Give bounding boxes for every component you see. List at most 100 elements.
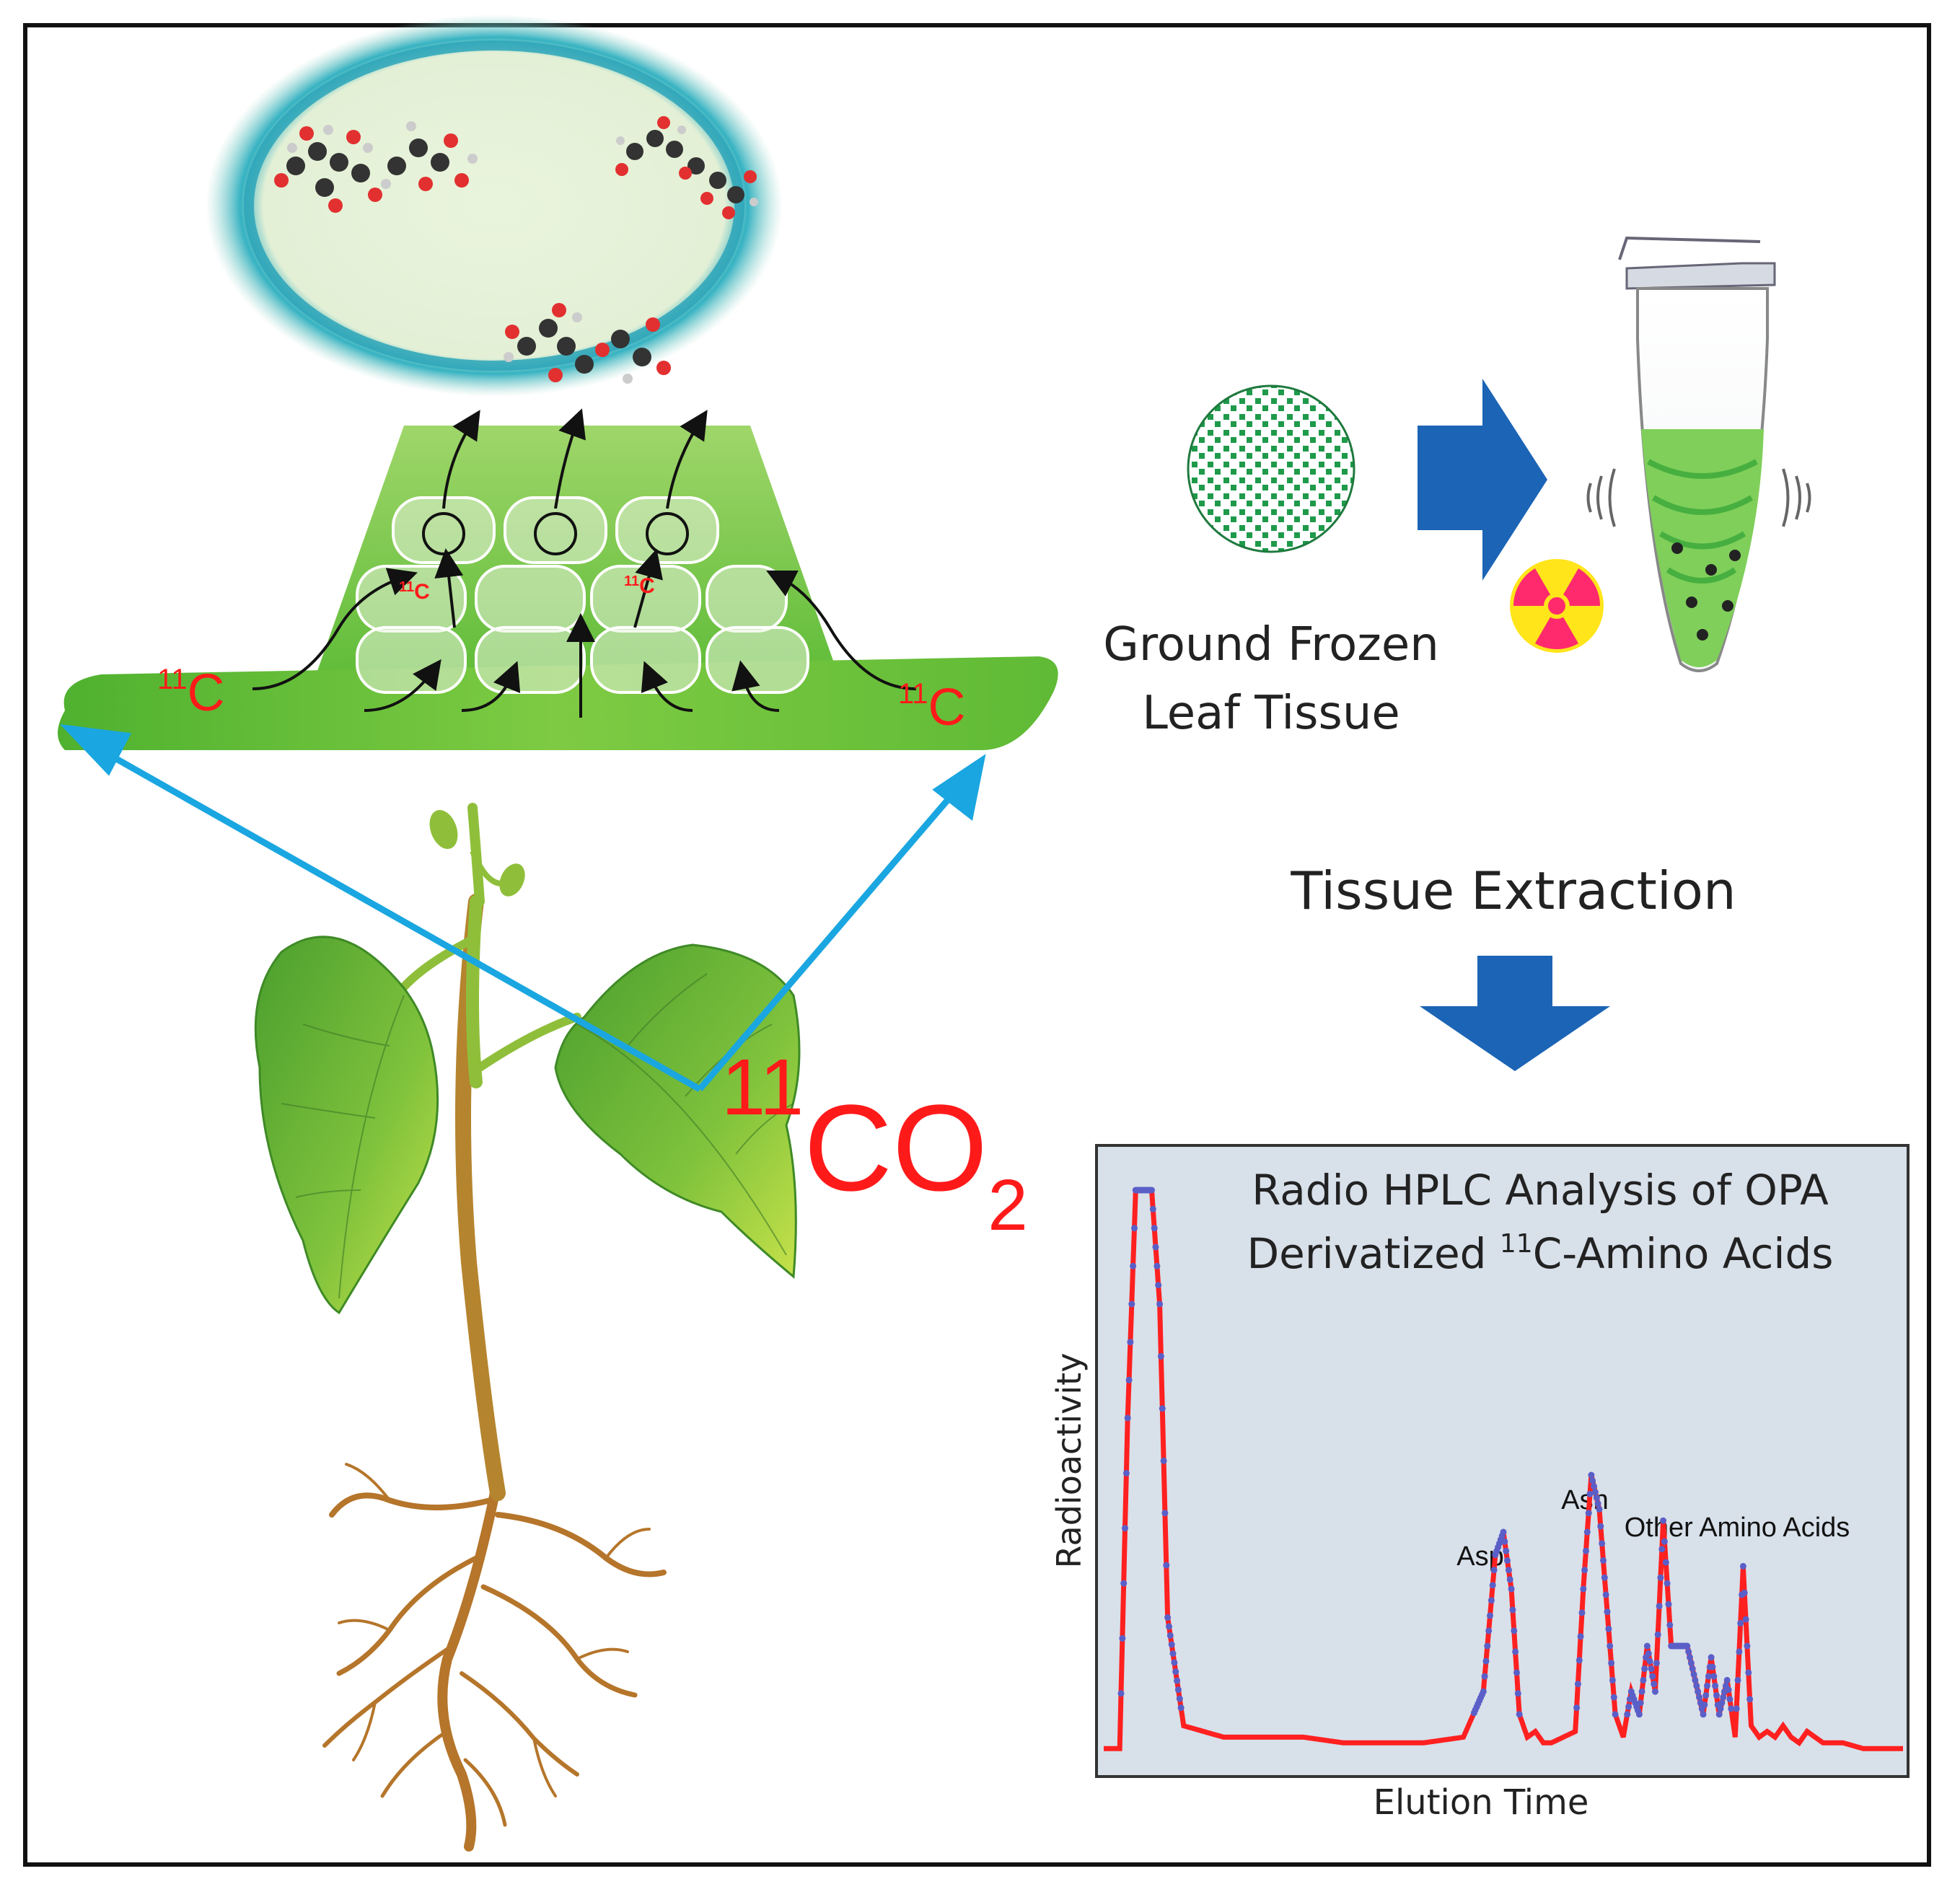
hplc-trace-point xyxy=(1693,1682,1700,1689)
hplc-trace-point xyxy=(1489,1582,1496,1589)
hplc-trace-point xyxy=(1166,1632,1174,1639)
hplc-trace-point xyxy=(1736,1648,1743,1655)
hplc-trace-point xyxy=(1174,1686,1182,1694)
hplc-trace-point xyxy=(1741,1589,1748,1596)
hplc-trace-point xyxy=(1692,1676,1699,1683)
hplc-trace-point xyxy=(1648,1665,1655,1673)
ground-tissue-label-line2: Leaf Tissue xyxy=(1142,687,1400,740)
hplc-trace-point xyxy=(1604,1608,1611,1616)
hplc-trace-point xyxy=(1122,1525,1128,1532)
hplc-trace-point xyxy=(1127,1339,1134,1346)
hplc-trace-point xyxy=(1484,1642,1491,1650)
hplc-trace-point xyxy=(1638,1688,1645,1695)
hplc-trace-point xyxy=(1577,1633,1584,1640)
hplc-trace-point xyxy=(1733,1705,1740,1712)
hplc-trace-point xyxy=(1687,1660,1695,1667)
hplc-trace-point xyxy=(1583,1528,1591,1536)
hplc-trace-point xyxy=(1159,1405,1166,1412)
hplc-trace-point xyxy=(1578,1609,1586,1616)
hplc-trace-point xyxy=(1664,1580,1671,1587)
hplc-trace-point xyxy=(1605,1625,1612,1632)
hplc-trace-point xyxy=(1487,1597,1495,1604)
hplc-trace-point xyxy=(1596,1505,1603,1513)
hplc-trace-point xyxy=(1588,1471,1595,1479)
isotope-label-small-2: 11C xyxy=(624,573,655,598)
hplc-trace-point xyxy=(1505,1567,1512,1574)
hplc-trace-point xyxy=(1174,1677,1181,1684)
hplc-trace-point xyxy=(1635,1711,1643,1718)
hplc-trace-point xyxy=(1666,1621,1674,1629)
hplc-trace-point xyxy=(1125,1376,1133,1383)
hplc-trace-point xyxy=(1119,1635,1126,1642)
hplc-trace-point xyxy=(1514,1690,1521,1697)
hplc-trace-point xyxy=(1177,1704,1185,1712)
hplc-trace-point xyxy=(1504,1557,1511,1564)
hplc-trace-point xyxy=(1689,1665,1696,1673)
process-arrow-right xyxy=(1418,379,1547,581)
hplc-trace-point xyxy=(1685,1648,1692,1655)
hplc-trace-point xyxy=(1654,1631,1661,1638)
hplc-trace-point xyxy=(1646,1658,1653,1665)
hplc-trace-point xyxy=(1160,1457,1167,1464)
hplc-trace-point xyxy=(1516,1711,1523,1718)
hplc-trace-point xyxy=(1690,1671,1697,1678)
hplc-trace-point xyxy=(1744,1642,1751,1650)
hplc-trace-point xyxy=(1712,1682,1719,1689)
hplc-trace-point xyxy=(1148,1187,1155,1194)
hplc-trace-point xyxy=(1637,1699,1644,1707)
hplc-xlabel: Elution Time xyxy=(1374,1782,1589,1823)
hplc-trace-point xyxy=(1513,1669,1520,1676)
hplc-trace-point xyxy=(1643,1642,1651,1650)
hplc-trace-point xyxy=(1151,1225,1158,1232)
hplc-trace-point xyxy=(1591,1489,1599,1496)
process-arrow-down xyxy=(1420,956,1610,1071)
hplc-trace-point xyxy=(1701,1702,1708,1709)
hplc-trace-point xyxy=(1581,1567,1588,1574)
leaf-cross-section: 11C 11C 11C 11C xyxy=(58,14,1058,750)
hplc-trace-point xyxy=(1585,1510,1592,1517)
hplc-trace-point xyxy=(1610,1694,1617,1701)
hplc-trace-point xyxy=(1500,1528,1507,1536)
hplc-trace-point xyxy=(1501,1538,1508,1545)
plant-roots xyxy=(322,1463,667,1852)
hplc-trace-point xyxy=(1593,1495,1600,1502)
hplc-trace-point xyxy=(1128,1300,1135,1308)
hplc-ylabel: Radioactivity xyxy=(1050,1353,1089,1569)
sugar-molecules xyxy=(274,116,758,384)
hplc-trace-point xyxy=(1512,1648,1519,1655)
hplc-trace-point xyxy=(1171,1659,1178,1666)
hplc-trace-point xyxy=(1490,1567,1498,1574)
hplc-trace-point xyxy=(1608,1660,1615,1667)
hplc-trace-point xyxy=(1156,1300,1164,1308)
ground-tissue-label-line1: Ground Frozen xyxy=(1103,618,1439,672)
hplc-trace-point xyxy=(1163,1562,1170,1569)
hplc-trace-point xyxy=(1695,1688,1702,1695)
hplc-trace-point xyxy=(1660,1517,1667,1524)
hplc-trace-point xyxy=(1481,1673,1488,1680)
hplc-trace-point xyxy=(1574,1681,1581,1688)
hplc-trace-point xyxy=(1649,1673,1656,1680)
hplc-trace-point xyxy=(1745,1669,1752,1676)
hplc-trace-point xyxy=(1720,1694,1727,1701)
peak-label-other: Other Amino Acids xyxy=(1625,1513,1850,1543)
hplc-trace-point xyxy=(1509,1606,1516,1614)
hplc-trace-point xyxy=(1640,1676,1647,1683)
hplc-trace-point xyxy=(1725,1686,1732,1694)
hplc-trace-point xyxy=(1645,1650,1652,1657)
hplc-plot-area xyxy=(1095,1144,1910,1778)
plant-leaf-right xyxy=(554,943,801,1279)
hplc-trace xyxy=(1104,1187,1903,1751)
outer-frame xyxy=(23,23,1931,1867)
hplc-trace-point xyxy=(1172,1668,1179,1676)
hplc-title-line2: Derivatized 11C-Amino Acids xyxy=(1247,1229,1833,1278)
hplc-trace-point xyxy=(1718,1699,1726,1707)
hplc-trace-point xyxy=(1652,1688,1658,1695)
hplc-trace-point xyxy=(1591,1483,1598,1490)
hplc-trace-point xyxy=(1573,1704,1581,1712)
ground-tissue-disc xyxy=(1188,386,1354,552)
co2-label: 11CO2 xyxy=(721,1043,1028,1246)
plant-illustration xyxy=(254,803,801,1852)
hplc-trace-point xyxy=(1176,1695,1183,1702)
